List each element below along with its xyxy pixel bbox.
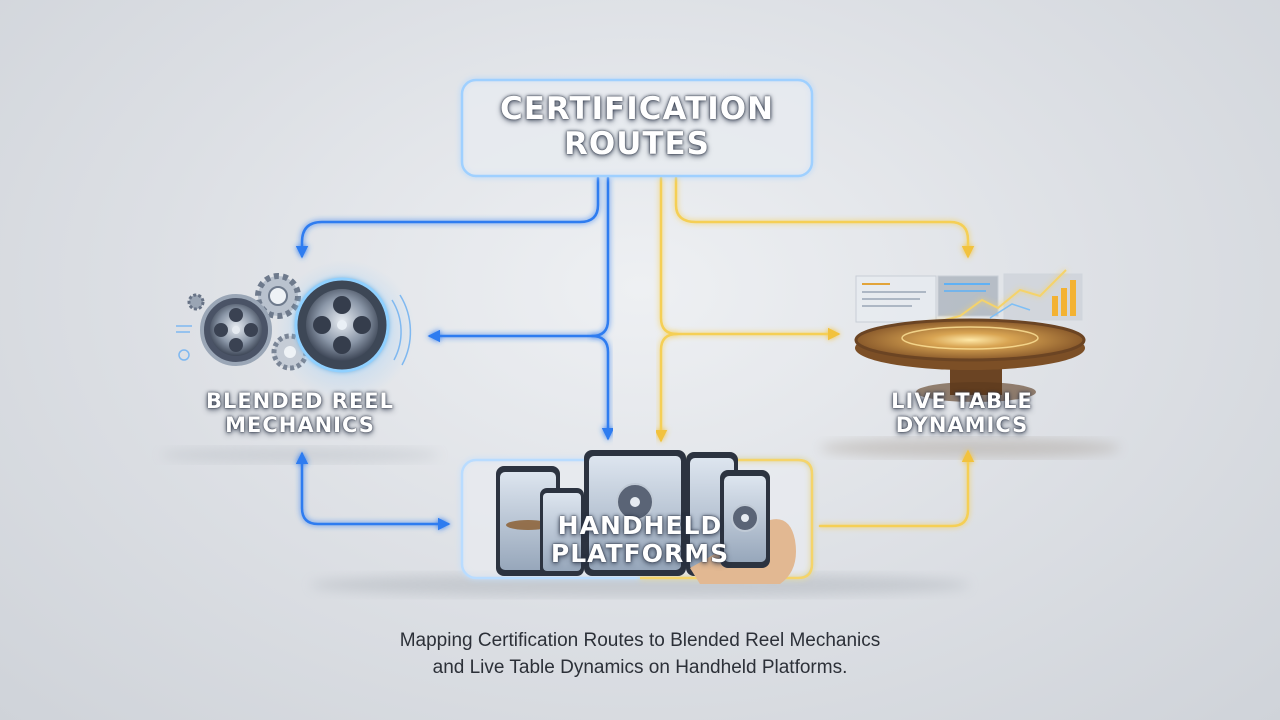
diagram-caption: Mapping Certification Routes to Blended … <box>240 628 1040 681</box>
certification-routes-label: CERTIFICATION ROUTES <box>462 92 812 161</box>
phone-icon <box>720 470 770 568</box>
handheld-line-1: HANDHELD <box>557 511 723 540</box>
live-table-dynamics-label: LIVE TABLE DYNAMICS <box>842 389 1082 437</box>
route-handheld-to-live <box>818 449 975 528</box>
blended-reel-line-2: MECHANICS <box>225 412 375 437</box>
route-title-to-reel-middle <box>427 176 610 343</box>
route-title-to-reel-upper <box>295 176 600 259</box>
poker-table-icon <box>854 318 1086 402</box>
caption-line-2: and Live Table Dynamics on Handheld Plat… <box>432 656 848 678</box>
certification-routes-line-1: CERTIFICATION <box>499 91 775 127</box>
caption-line-1: Mapping Certification Routes to Blended … <box>399 630 881 651</box>
blended-reel-line-1: BLENDED REEL <box>205 389 395 413</box>
phone-icon <box>540 488 584 576</box>
floor-shadow-left <box>160 447 440 463</box>
gear-icon <box>187 293 205 311</box>
handheld-platforms-label: HANDHELD PLATFORMS <box>500 512 780 568</box>
handheld-devices-illustration <box>496 450 796 584</box>
film-reel-icon <box>200 294 272 366</box>
floor-shadow-right <box>820 438 1120 458</box>
live-table-line-1: LIVE TABLE <box>891 389 1033 413</box>
route-reel-handheld-bidirectional <box>295 451 451 531</box>
blended-reel-mechanics-label: BLENDED REEL MECHANICS <box>170 389 430 437</box>
certification-routes-line-2: ROUTES <box>563 125 711 162</box>
handheld-box-gold-edge <box>640 458 814 580</box>
handheld-line-2: PLATFORMS <box>550 539 730 568</box>
dashboard-panel-icon <box>855 275 937 323</box>
film-reel-icon <box>294 277 390 373</box>
route-title-to-live-upper <box>674 176 975 259</box>
blended-reel-illustration <box>176 260 415 400</box>
route-connectors <box>295 176 975 531</box>
bar-chart-icon <box>929 269 1083 325</box>
live-table-line-2: DYNAMICS <box>895 412 1029 437</box>
route-title-to-handheld-blue <box>590 334 615 441</box>
tablet-icon <box>584 450 686 576</box>
certification-routes-box <box>460 78 814 178</box>
route-title-to-live-middle <box>659 176 841 341</box>
live-table-illustration <box>854 269 1086 402</box>
gear-icon <box>255 273 301 319</box>
route-title-to-handheld-gold <box>654 332 679 443</box>
